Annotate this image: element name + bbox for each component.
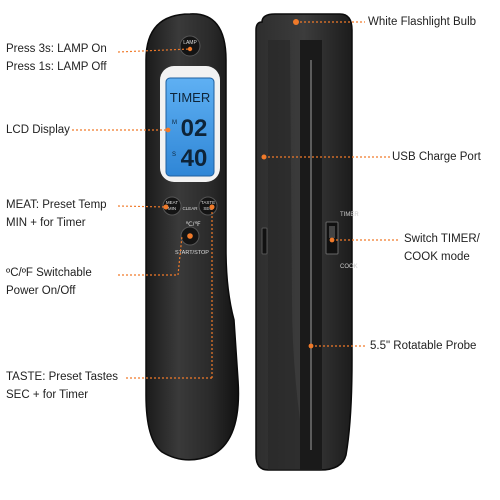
switch-callout: Switch TIMER/ COOK mode <box>404 230 480 266</box>
side-cook-label: COOK <box>340 264 358 270</box>
lamp-button <box>179 35 201 57</box>
power-leader-vert <box>177 235 183 276</box>
flashlight-callout: White Flashlight Bulb <box>368 13 476 31</box>
switch-callout-line1: Switch TIMER/ <box>404 233 480 245</box>
meat-button <box>162 196 182 216</box>
lcd-sec-indicator: S <box>172 152 176 158</box>
lamp-callout: Press 3s: LAMP On Press 1s: LAMP Off <box>6 40 107 76</box>
power-callout-line1: ºC/ºF Switchable <box>6 267 92 279</box>
meat-leader <box>117 205 167 208</box>
usb-port <box>261 227 268 255</box>
side-timer-label: TIMER <box>340 212 359 218</box>
taste-callout-line2: SEC + for Timer <box>6 389 89 401</box>
callout-lines <box>72 21 400 379</box>
lcd-minutes: 02 <box>181 115 208 142</box>
probe-callout: 5.5" Rotatable Probe <box>370 337 476 355</box>
meat-callout-line1: MEAT: Preset Temp <box>6 199 107 211</box>
lcd-title: TIMER <box>170 90 210 105</box>
taste-callout: TASTE: Preset Tastes SEC + for Timer <box>6 368 118 404</box>
taste-button-label-a: TASTE <box>201 200 215 205</box>
callout-dots <box>163 127 335 349</box>
taste-callout-line1: TASTE: Preset Tastes <box>6 371 119 383</box>
mode-switch-knob <box>329 226 335 238</box>
meat-button-label-b: MIN <box>168 206 176 211</box>
lamp-callout-line2: Press 1s: LAMP Off <box>6 61 107 73</box>
power-callout-line2: Power On/Off <box>6 285 76 297</box>
meat-callout-line2: MIN + for Timer <box>6 217 86 229</box>
taste-button-label-b: SEC <box>203 206 213 211</box>
lamp-callout-line1: Press 3s: LAMP On <box>6 43 107 55</box>
start-stop-label: START/STOP <box>175 250 209 256</box>
power-callout: ºC/ºF Switchable Power On/Off <box>6 264 92 300</box>
switch-callout-line2: COOK mode <box>404 251 470 263</box>
usb-callout: USB Charge Port <box>392 148 481 166</box>
flashlight-callout-text: White Flashlight Bulb <box>368 16 477 28</box>
lcd-min-indicator: M <box>172 120 177 126</box>
probe-callout-text: 5.5" Rotatable Probe <box>370 340 477 352</box>
lamp-button-label: LAMP <box>183 40 197 46</box>
meat-callout: MEAT: Preset Temp MIN + for Timer <box>6 196 107 232</box>
usb-callout-text: USB Charge Port <box>392 151 481 163</box>
taste-button <box>198 196 218 216</box>
meat-button-label-a: MEAT <box>166 200 178 205</box>
lamp-leader <box>117 48 191 53</box>
lcd-screen <box>165 77 215 177</box>
lcd-seconds: 40 <box>181 145 208 172</box>
lcd-callout-text: LCD Display <box>6 124 70 136</box>
side-grip-left <box>268 40 300 470</box>
clear-label: CLEAR <box>182 206 198 211</box>
lcd-callout: LCD Display <box>6 121 70 139</box>
power-button-dot <box>187 233 193 239</box>
unit-label: ℃/℉ <box>185 221 201 228</box>
